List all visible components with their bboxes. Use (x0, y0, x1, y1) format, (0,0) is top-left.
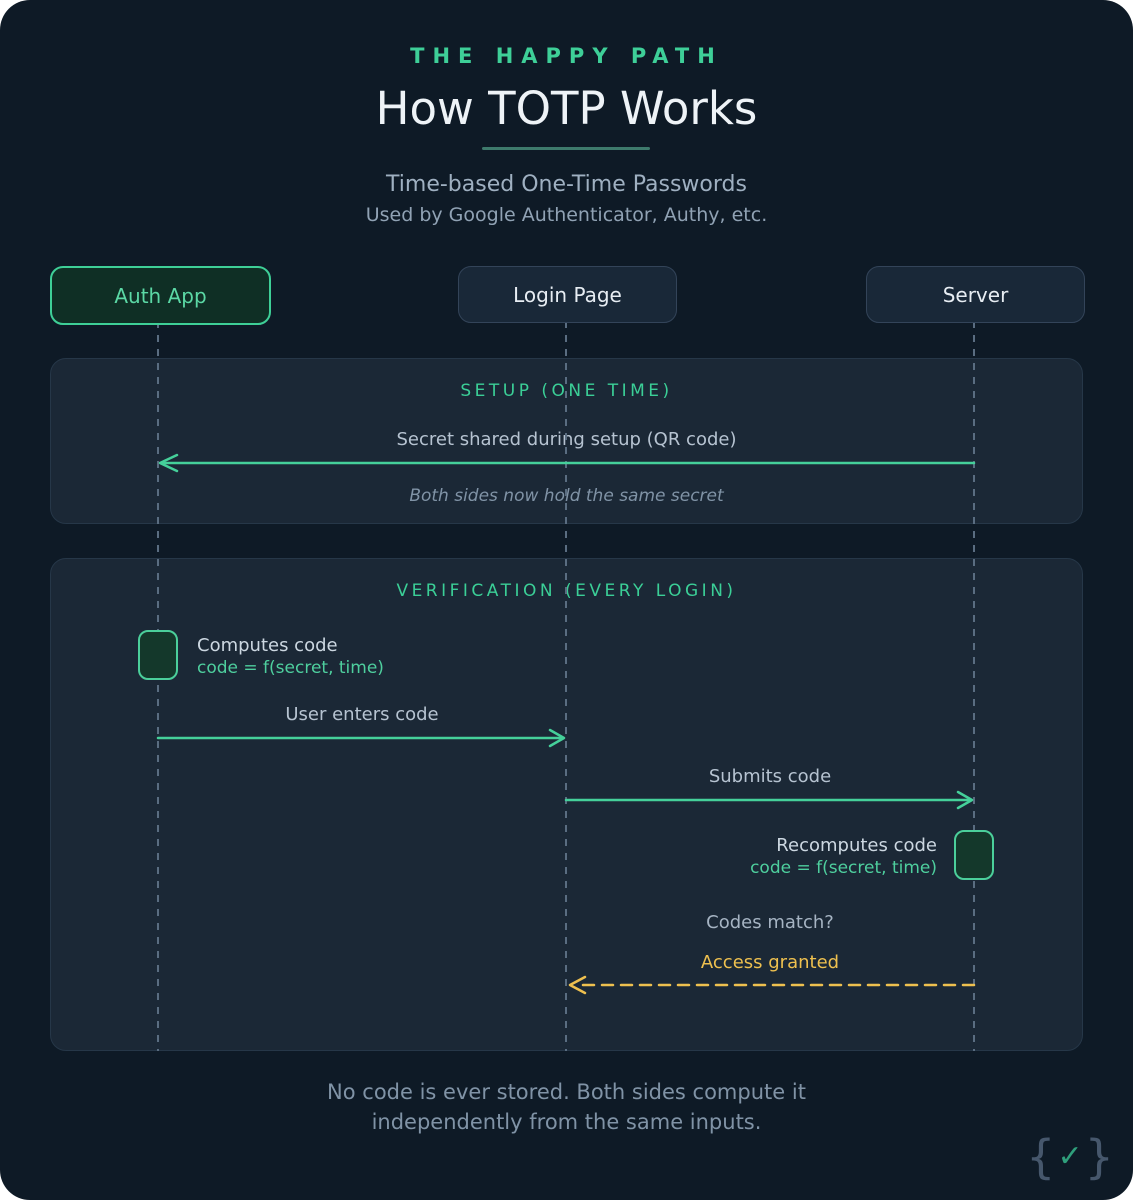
submits-code-label: Submits code (708, 766, 832, 787)
access-granted-label: Access granted (700, 952, 840, 973)
eyebrow-label: THE HAPPY PATH (410, 44, 723, 68)
page-title: How TOTP Works (375, 82, 758, 135)
user-enters-code-label: User enters code (285, 704, 439, 725)
subtitle-secondary: Used by Google Authenticator, Authy, etc… (365, 204, 768, 226)
lifeline-login-page (565, 321, 567, 1051)
computes-code-label: Computes code (197, 635, 338, 656)
subtitle: Time-based One-Time Passwords (386, 172, 747, 197)
recomputes-code-label: Recomputes code (776, 835, 937, 856)
logo-close-brace: } (1084, 1130, 1114, 1184)
actor-login-page-label: Login Page (513, 282, 622, 307)
actor-auth-app: Auth App (50, 266, 271, 325)
server-recomputes-annotation: Recomputes code code = f(secret, time) (637, 834, 937, 880)
lifeline-auth-app (157, 321, 159, 1051)
checkmark-icon: ✓ (1057, 1139, 1083, 1174)
braces-check-logo-icon: { ✓ } (1026, 1126, 1114, 1188)
footer-text-line2: independently from the same inputs. (371, 1110, 762, 1134)
setup-section-title: SETUP (ONE TIME) (460, 381, 673, 401)
footer-text-line1: No code is ever stored. Both sides compu… (327, 1080, 806, 1104)
codes-match-label: Codes match? (706, 912, 834, 933)
auth-app-activation-box (138, 630, 178, 680)
actor-auth-app-label: Auth App (114, 283, 207, 308)
auth-computes-annotation: Computes code code = f(secret, time) (197, 634, 384, 680)
actor-server-label: Server (942, 282, 1009, 307)
verification-section-title: VERIFICATION (EVERY LOGIN) (396, 581, 737, 601)
actor-login-page: Login Page (458, 266, 677, 323)
logo-open-brace: { (1026, 1130, 1056, 1184)
computes-code-formula: code = f(secret, time) (197, 658, 384, 679)
lifeline-server (973, 321, 975, 1051)
recomputes-code-formula: code = f(secret, time) (750, 858, 937, 879)
actor-server: Server (866, 266, 1085, 323)
title-underline-divider (482, 147, 650, 150)
server-activation-box (954, 830, 994, 880)
